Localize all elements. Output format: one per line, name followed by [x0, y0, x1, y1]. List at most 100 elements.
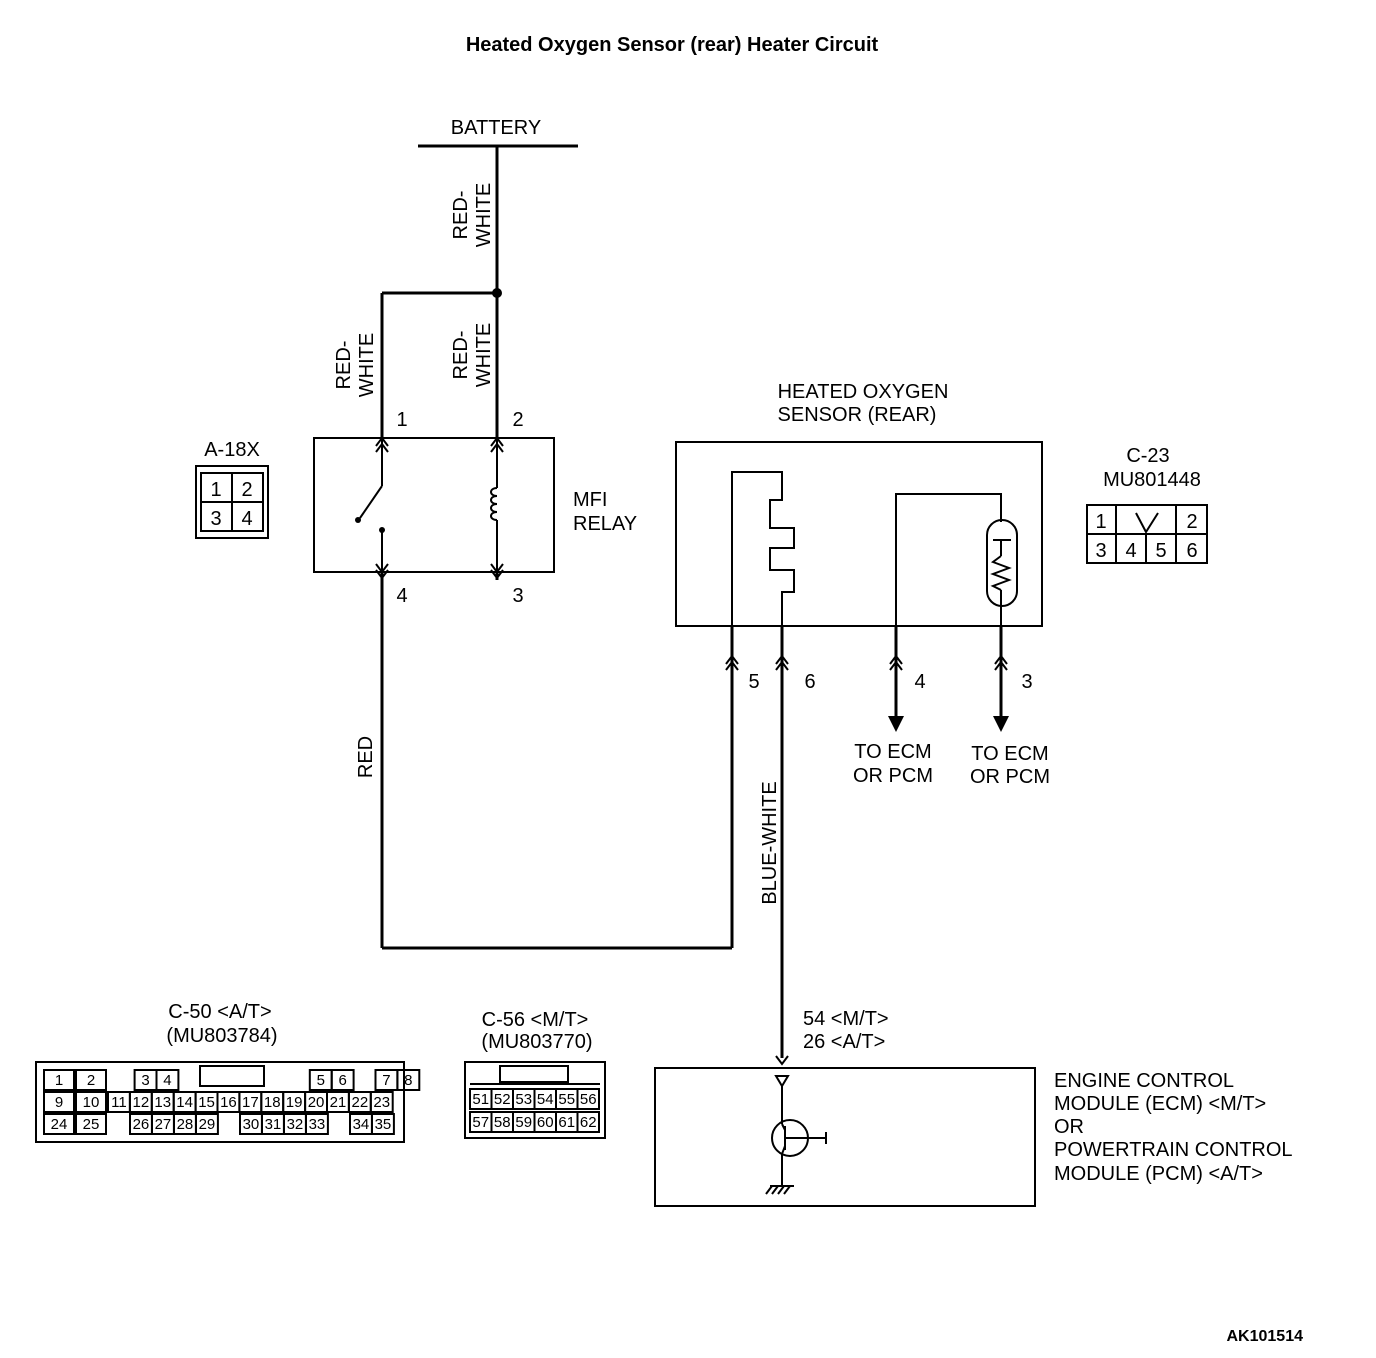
wire-label-red: RED-	[450, 191, 472, 240]
c50-cell-1: 1	[55, 1072, 63, 1089]
c50-cell-9-box	[43, 1091, 75, 1113]
c50-cell-31: 31	[265, 1116, 282, 1133]
a18x-cell-1: 1	[210, 479, 221, 501]
c56-part: (MU803770)	[481, 1031, 592, 1053]
c50-cell-11: 11	[111, 1094, 127, 1111]
c56-cell-51: 51	[472, 1091, 489, 1108]
c23-cell-1: 1	[1095, 511, 1106, 533]
terminal-mark	[775, 1055, 789, 1066]
figure-id: AK101514	[1227, 1328, 1304, 1345]
c56-cell-58: 58	[494, 1114, 511, 1131]
relay-contact	[355, 517, 361, 523]
ecm-pin-mt: 54 <M/T>	[803, 1008, 889, 1030]
c50-cell-30: 30	[243, 1116, 260, 1133]
sensor-pin-3: 3	[1021, 671, 1032, 693]
sensor-pin-4: 4	[914, 671, 925, 693]
c56-key	[499, 1065, 569, 1083]
relay-label-line2: RELAY	[573, 513, 637, 535]
c50-key	[199, 1065, 265, 1087]
c50-cell-29-box	[195, 1113, 219, 1135]
c50-cell-32: 32	[287, 1116, 304, 1133]
c50-cell-2: 2	[87, 1072, 95, 1089]
sensor-heater-element	[731, 471, 795, 626]
c56-cell-61: 61	[558, 1114, 575, 1131]
to-ecm-label-b-line1: TO ECM	[971, 743, 1048, 765]
c50-cell-1-box	[43, 1069, 75, 1091]
c50-cell-8: 8	[404, 1072, 412, 1089]
c23-cell-4: 4	[1125, 540, 1136, 562]
c56-cell-56: 56	[580, 1091, 597, 1108]
c50-cell-15: 15	[198, 1094, 215, 1111]
c56-cell-55: 55	[558, 1091, 575, 1108]
c50-cell-18: 18	[264, 1094, 281, 1111]
c56-outline	[464, 1061, 606, 1139]
transistor-collector	[781, 1123, 786, 1131]
c50-cell-7: 7	[382, 1072, 390, 1089]
wire-label-white: WHITE	[356, 333, 378, 397]
c56-cell-52: 52	[494, 1091, 511, 1108]
c50-cell-35-box	[371, 1113, 395, 1135]
wire-label-white: WHITE	[473, 323, 495, 387]
c50-cell-3: 3	[141, 1072, 149, 1089]
sensor-pin-6: 6	[804, 671, 815, 693]
relay-connector-id: A-18X	[204, 439, 260, 461]
c50-cell-4: 4	[163, 1072, 171, 1089]
sensor-resistor	[990, 555, 1012, 591]
ecm-label-line4: POWERTRAIN CONTROL	[1054, 1139, 1293, 1161]
c56-cell-56-box	[576, 1088, 600, 1110]
c50-cell-23-box	[369, 1091, 394, 1113]
c50-cell-17: 17	[242, 1094, 259, 1111]
wire-color-label-blue-white: BLUE-WHITE	[759, 781, 781, 904]
arrow-down	[888, 716, 904, 732]
sensor-label-line1: HEATED OXYGEN	[778, 381, 949, 403]
sensor-connector-id: C-23	[1126, 445, 1169, 467]
terminal-mark	[725, 654, 739, 671]
relay-switch-arm	[359, 485, 383, 519]
c56-cell-54: 54	[537, 1091, 554, 1108]
ecm-pin-at: 26 <A/T>	[803, 1031, 885, 1053]
wire-label-red: RED-	[450, 331, 472, 380]
a18x-cell-2: 2	[241, 479, 252, 501]
c50-cell-25-box	[75, 1113, 107, 1135]
c50-cell-9: 9	[55, 1094, 63, 1111]
a18x-cell-3: 3	[210, 508, 221, 530]
to-ecm-label-b-line2: OR PCM	[970, 766, 1050, 788]
c50-cell-6-box	[330, 1069, 355, 1091]
c23-cell-6: 6	[1186, 540, 1197, 562]
wire-color-label-mid: RED- WHITE	[450, 323, 495, 387]
c50-cell-8-box	[396, 1069, 421, 1091]
wire-label-blue-white-text: BLUE-WHITE	[759, 781, 781, 904]
c50-cell-35: 35	[375, 1116, 392, 1133]
sensor-pin-5: 5	[748, 671, 759, 693]
c50-cell-34: 34	[353, 1116, 370, 1133]
relay-pin-2: 2	[512, 409, 523, 431]
c56-cell-60: 60	[537, 1114, 554, 1131]
to-ecm-label-a-line2: OR PCM	[853, 765, 933, 787]
c50-cell-10-box	[75, 1091, 107, 1113]
c50-cell-24-box	[43, 1113, 75, 1135]
ecm-label-line1: ENGINE CONTROL	[1054, 1070, 1234, 1092]
c50-cell-12: 12	[133, 1094, 150, 1111]
c50-cell-23: 23	[373, 1094, 390, 1111]
c50-cell-29: 29	[199, 1116, 216, 1133]
c50-cell-13: 13	[154, 1094, 171, 1111]
c56-cell-59: 59	[515, 1114, 532, 1131]
c50-cell-22: 22	[352, 1094, 369, 1111]
c50-cell-33-box	[305, 1113, 329, 1135]
wire-label-white: WHITE	[473, 183, 495, 247]
a18x-cell-4: 4	[241, 508, 252, 530]
sensor-box	[675, 441, 1043, 627]
c56-cell-57: 57	[472, 1114, 489, 1131]
ecm-label-line2: MODULE (ECM) <M/T>	[1054, 1093, 1266, 1115]
sensor-connector-part: MU801448	[1103, 469, 1201, 491]
c50-cell-25: 25	[83, 1116, 100, 1133]
c50-cell-24: 24	[51, 1116, 68, 1133]
c50-cell-19: 19	[286, 1094, 303, 1111]
c56-cell-53: 53	[515, 1091, 532, 1108]
c50-cell-26: 26	[133, 1116, 150, 1133]
mfi-relay-box	[313, 437, 555, 573]
c23-lock-mark	[1135, 512, 1159, 534]
relay-label-line1: MFI	[573, 489, 607, 511]
